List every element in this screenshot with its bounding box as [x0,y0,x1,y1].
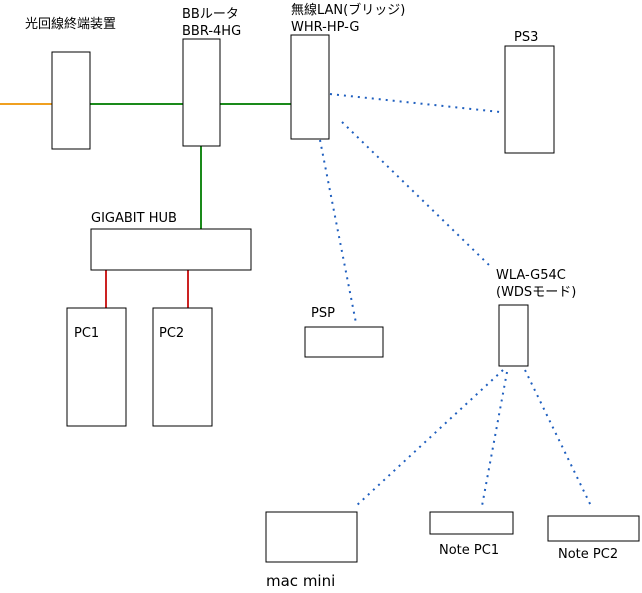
wlan-box [290,34,330,140]
router-label-line1: BBルータ [182,7,239,22]
psp-box [304,326,384,358]
pc1-label: PC1 [74,326,99,341]
ont-label: 光回線終端装置 [25,16,116,32]
macmini-label: mac mini [266,572,335,590]
wireless-wlan-wla [341,121,491,267]
wireless-wlan-psp [319,139,357,324]
wireless-wla-notepc1 [481,371,508,507]
pc2-label: PC2 [159,326,184,341]
wla-label-line2: (WDSモード) [496,285,576,300]
ps3-box [504,45,555,154]
ont-box [51,51,91,150]
ps3-label: PS3 [514,30,538,45]
wireless-wla-notepc2 [524,369,593,509]
wla-box [498,304,529,367]
wireless-wla-macmini [355,369,504,507]
wlan-label-line1: 無線LAN(ブリッジ) [291,2,405,18]
wlan-label-line2: WHR-HP-G [291,20,359,35]
pc1-box [66,307,127,427]
wireless-wlan-ps3 [329,93,501,113]
router-box [182,38,221,147]
hub-box [90,228,252,271]
notepc2-label: Note PC2 [558,547,618,562]
hub-label: GIGABIT HUB [91,211,177,226]
macmini-box [265,511,358,563]
router-label-line2: BBR-4HG [182,24,241,39]
wla-label-line1: WLA-G54C [496,268,566,283]
pc2-box [152,307,213,427]
notepc1-box [429,511,514,535]
notepc1-label: Note PC1 [439,543,499,558]
notepc2-box [547,515,640,542]
psp-label: PSP [311,306,335,321]
